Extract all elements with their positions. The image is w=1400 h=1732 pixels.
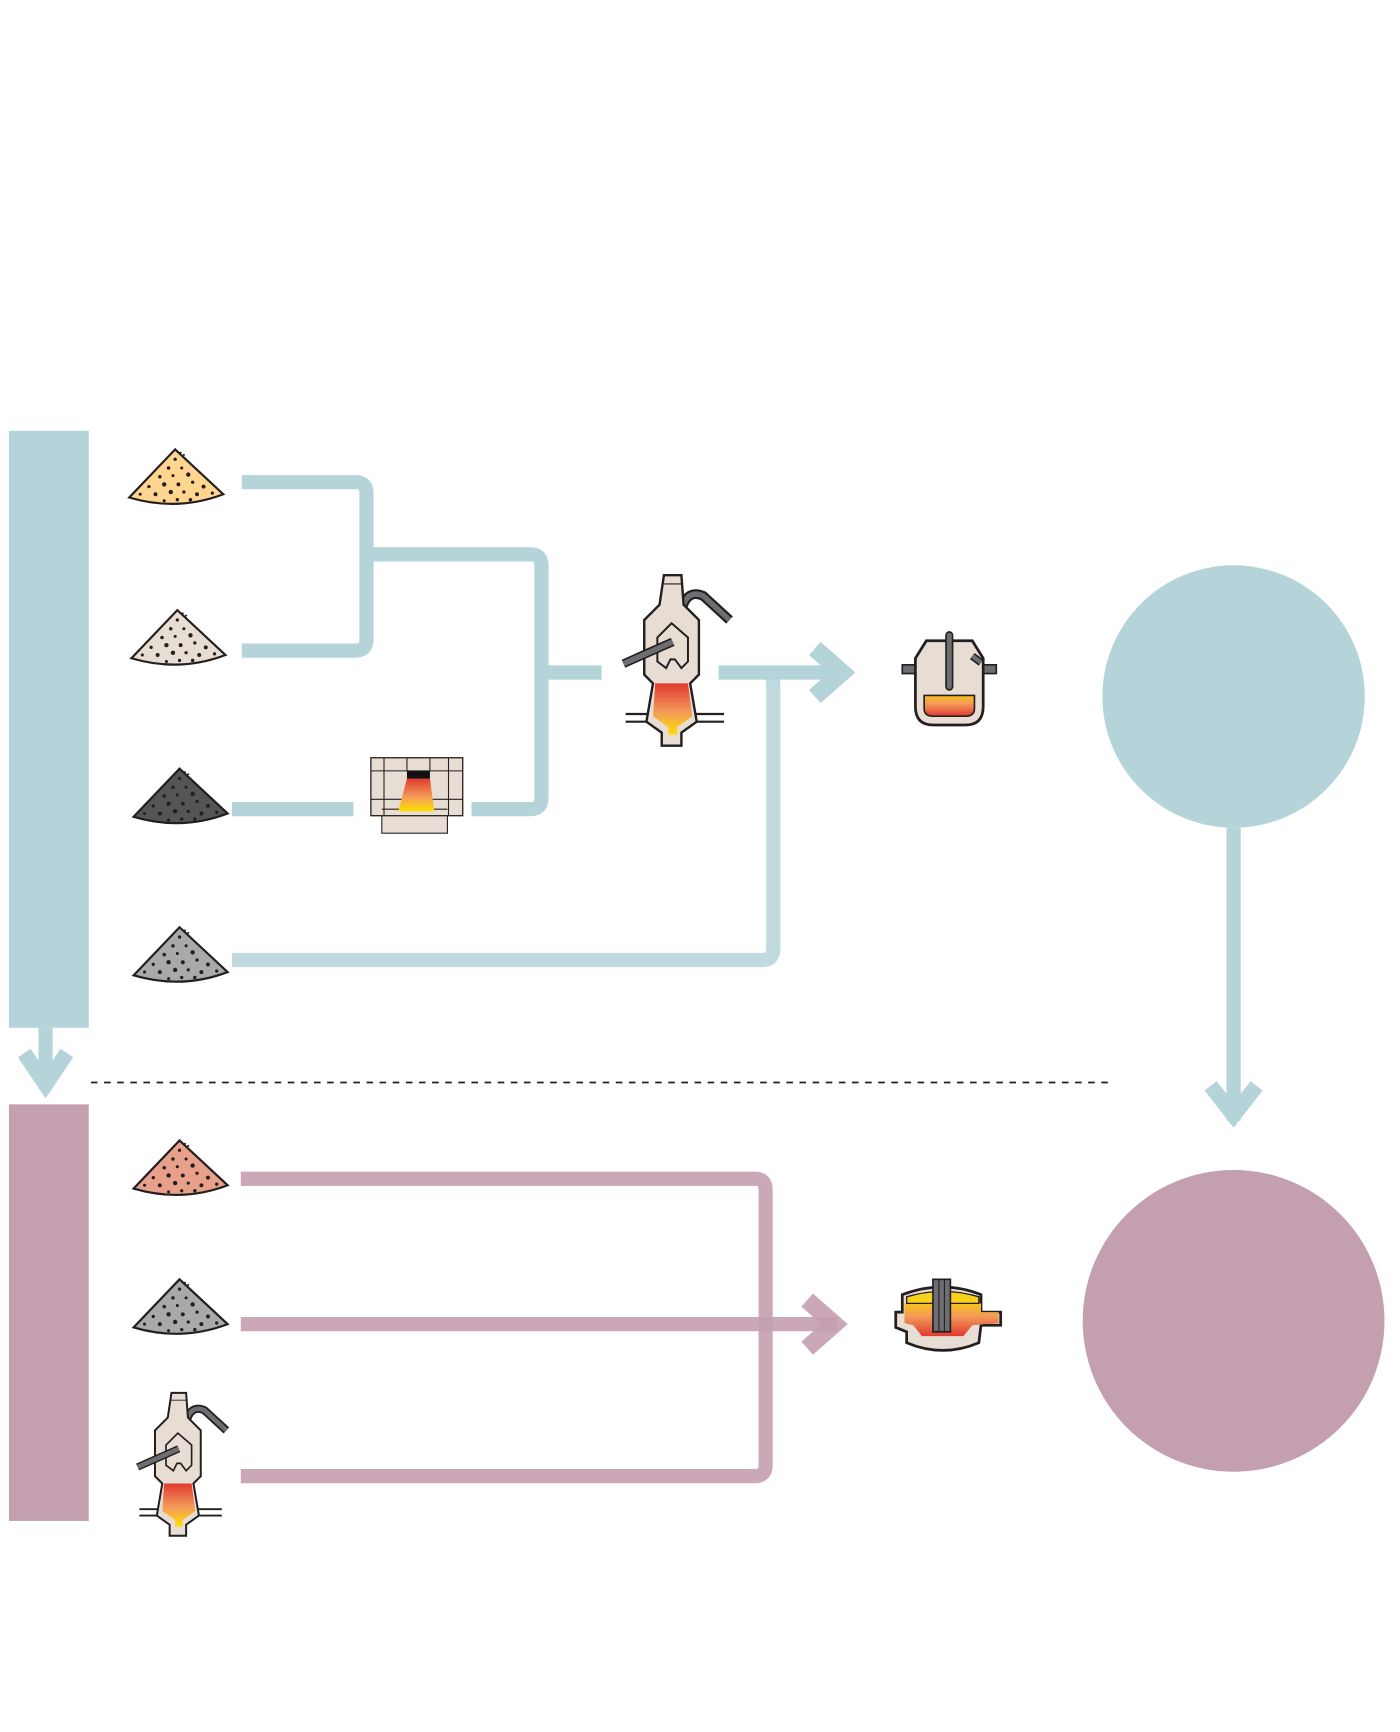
primary-route-bar — [8, 430, 89, 1028]
scrap-pile-icon — [132, 926, 229, 983]
blast-furnace-icon — [623, 575, 729, 746]
route-transition-arrow — [17, 1027, 74, 1099]
secondary-flow-lines — [240, 1171, 848, 1484]
blast-furnace-icon — [138, 1393, 227, 1536]
secondary-feed-pile-icon — [132, 1139, 229, 1197]
primary-flow-lines — [232, 475, 1263, 1128]
iron-ore-pile-icon — [128, 448, 225, 505]
secondary-output-circle — [1082, 1169, 1385, 1472]
pellet-pile-icon — [130, 609, 227, 666]
primary-output-circle — [1102, 565, 1365, 828]
converter-icon — [902, 632, 996, 725]
scrap-pile-icon — [132, 1278, 229, 1335]
electric-arc-furnace-icon — [894, 1277, 1003, 1352]
coke-oven-icon — [370, 757, 464, 834]
coal-pile-icon — [132, 767, 229, 825]
secondary-route-bar — [8, 1104, 89, 1521]
